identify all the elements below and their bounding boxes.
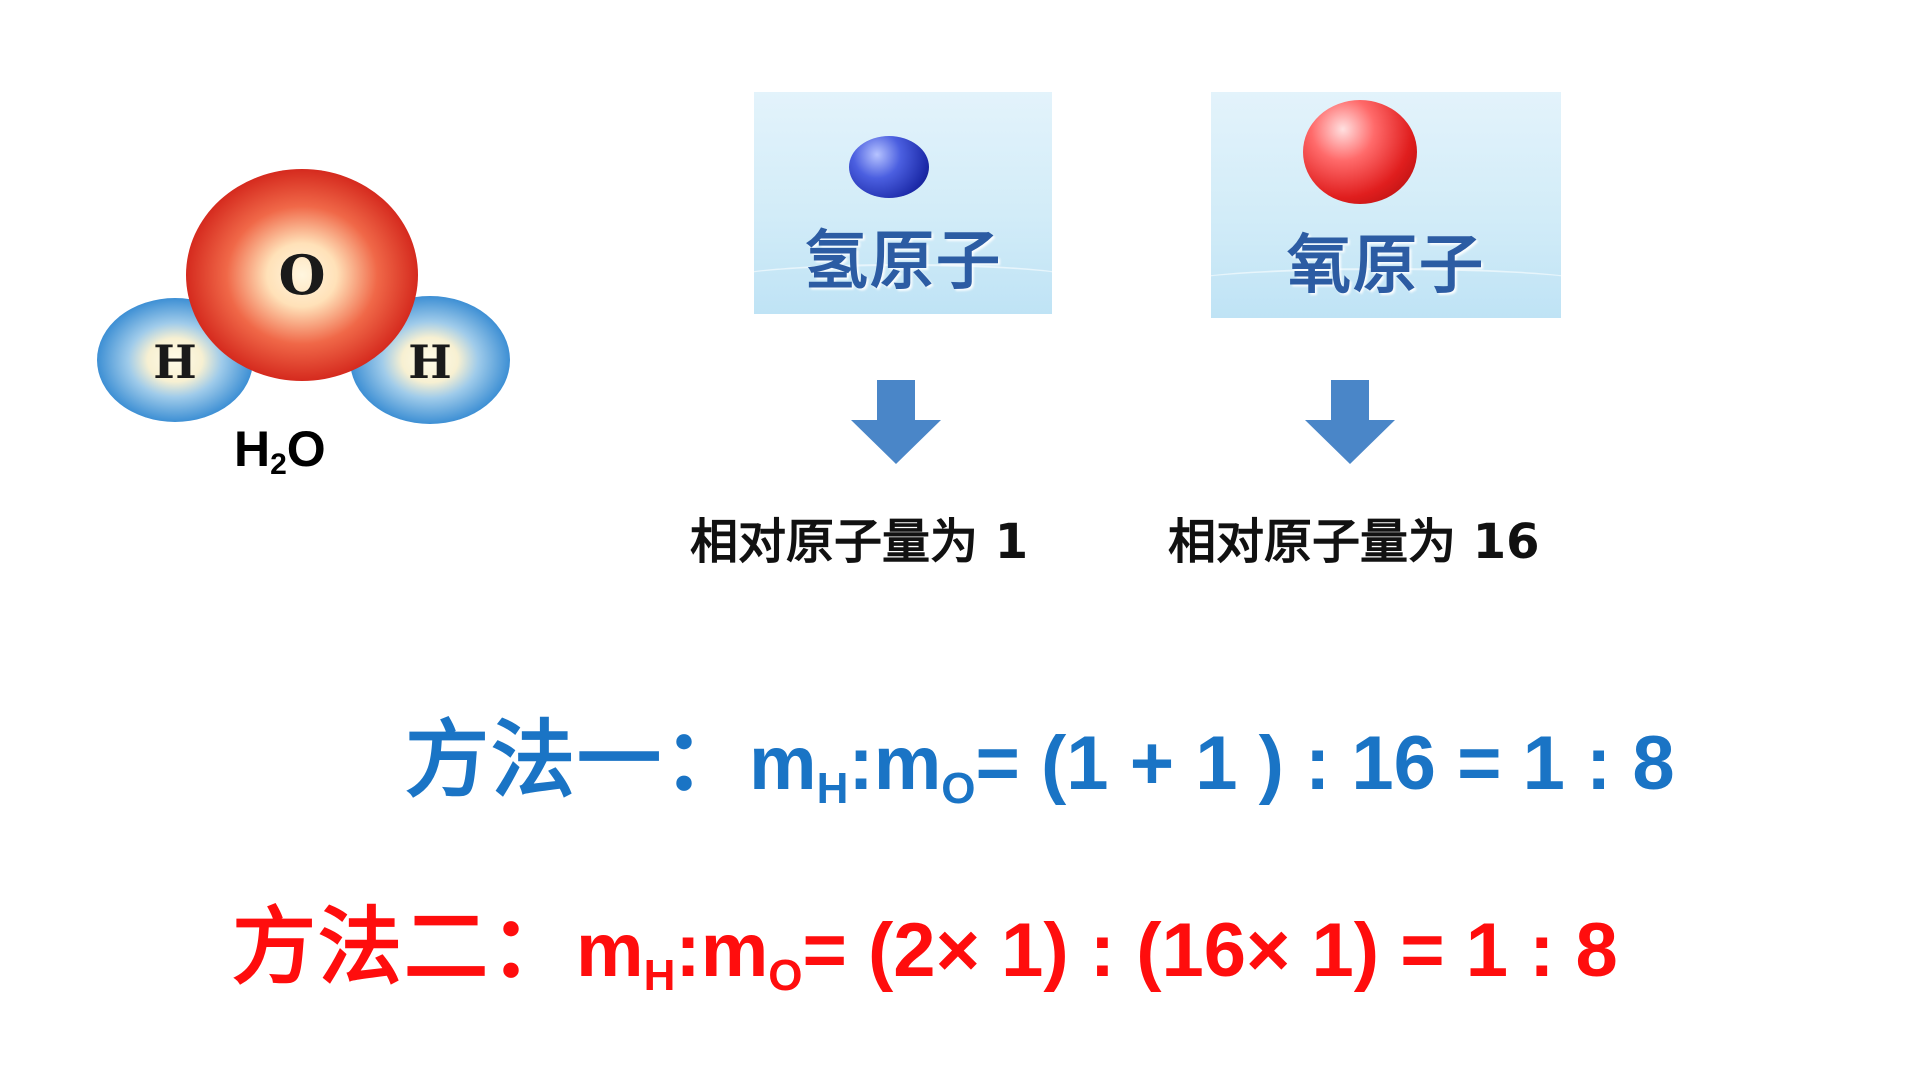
water-molecule-model: H H O — [97, 169, 510, 424]
method-two-line: 方法二：mH:mO= (2× 1) : (16× 1) = 1 : 8 — [232, 905, 1618, 998]
mass-symbol: m — [749, 721, 817, 806]
formula-o: O — [286, 421, 326, 477]
method-two-expression: mH:mO= (2× 1) : (16× 1) = 1 : 8 — [576, 908, 1618, 998]
mass-symbol: m — [873, 721, 942, 806]
oxygen-atom-label: 氧原子 — [1287, 228, 1485, 303]
oxygen-label: O — [278, 243, 325, 307]
method-one-calculation: = (1 + 1 ) : 16 = 1 : 8 — [975, 721, 1675, 806]
hydrogen-subscript: H — [643, 951, 676, 1000]
mass-symbol: m — [700, 908, 769, 993]
method-one-line: 方法一：mH:mO= (1 + 1 ) : 16 = 1 : 8 — [405, 718, 1675, 811]
method-one-expression: mH:mO= (1 + 1 ) : 16 = 1 : 8 — [749, 721, 1675, 811]
ratio-colon: : — [848, 721, 874, 806]
hydrogen-ball-icon — [849, 136, 929, 198]
oxygen-ball-icon — [1303, 100, 1417, 204]
oxygen-subscript: O — [768, 951, 803, 1000]
method-two-calculation: = (2× 1) : (16× 1) = 1 : 8 — [802, 908, 1618, 993]
hydrogen-label-right: H — [408, 335, 451, 389]
arrow-down-icon — [851, 380, 941, 464]
oxygen-subscript: O — [941, 764, 976, 813]
hydrogen-label-left: H — [153, 335, 196, 389]
method-one-label: 方法一： — [405, 711, 750, 809]
formula-subscript: 2 — [270, 448, 287, 481]
formula-h: H — [234, 421, 271, 477]
hydrogen-atom-label: 氢原子 — [804, 224, 1002, 299]
arrow-down-icon — [1305, 380, 1395, 464]
hydrogen-subscript: H — [816, 764, 849, 813]
oxygen-atom: O — [186, 169, 418, 381]
ratio-colon: : — [675, 908, 701, 993]
hydrogen-relative-mass: 相对原子量为 1 — [690, 514, 1029, 570]
mass-symbol: m — [576, 908, 644, 993]
water-formula: H2O — [234, 421, 326, 480]
method-two-label: 方法二： — [232, 898, 577, 996]
oxygen-relative-mass: 相对原子量为 16 — [1168, 514, 1540, 570]
hydrogen-atom-card: 氢原子 — [754, 92, 1052, 314]
oxygen-atom-card: 氧原子 — [1211, 92, 1561, 318]
